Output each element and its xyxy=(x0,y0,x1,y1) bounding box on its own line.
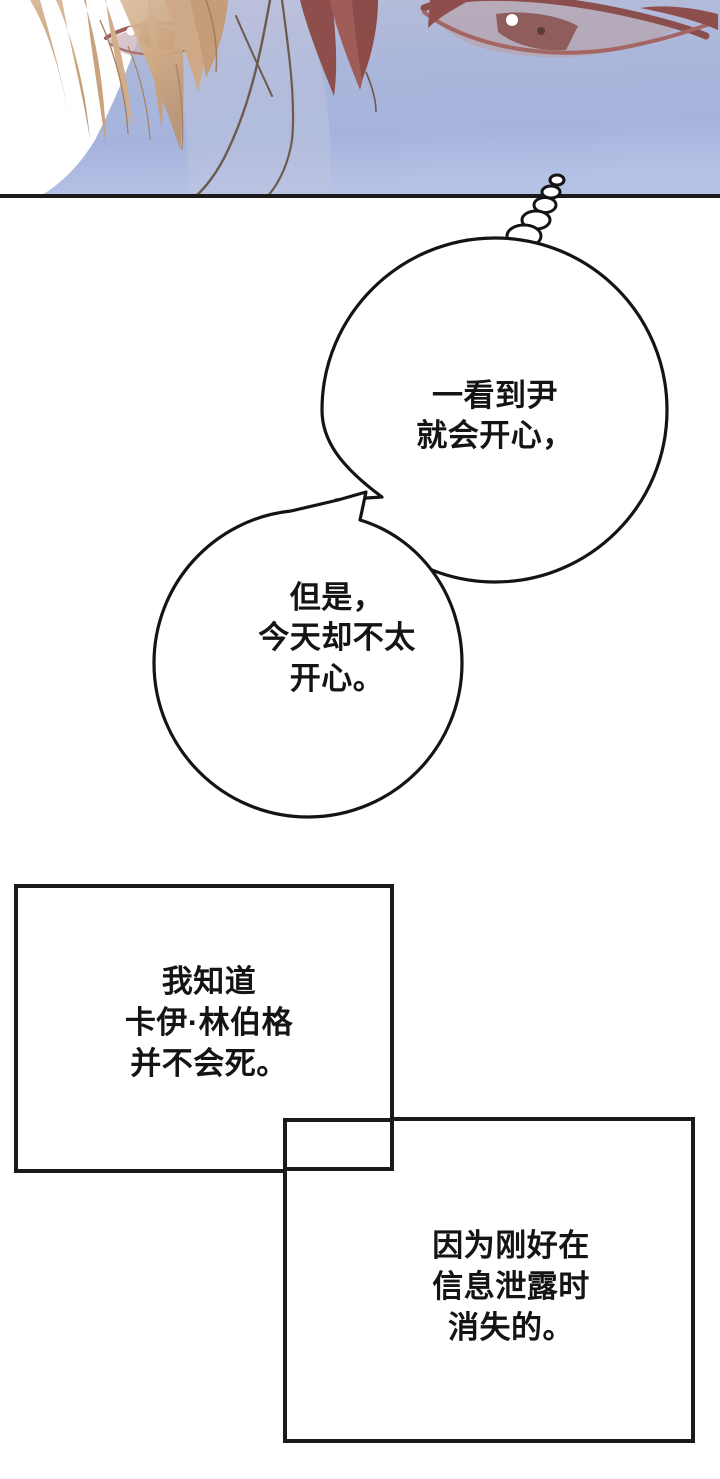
stray-hair-line-right xyxy=(365,71,377,113)
left-hair-strands xyxy=(30,0,228,151)
artwork-panel xyxy=(0,0,720,196)
left-highlight xyxy=(0,0,60,196)
stray-hair-lines xyxy=(194,0,295,196)
speech-bubble-lower-text: 但是， 今天却不太 开心。 xyxy=(258,580,416,696)
narration-panel-upper-text: 我知道 卡伊·林伯格 并不会死。 xyxy=(124,964,294,1081)
artwork-bottom-border xyxy=(0,194,720,198)
speech-bubble-top-text: 一看到尹 就会开心， xyxy=(416,378,574,454)
artwork-illustration xyxy=(0,0,720,196)
right-character-eye xyxy=(420,0,718,58)
narration-panel-lower-text: 因为刚好在 信息泄露时 消失的。 xyxy=(432,1228,590,1345)
center-hair-wedges xyxy=(300,0,378,96)
